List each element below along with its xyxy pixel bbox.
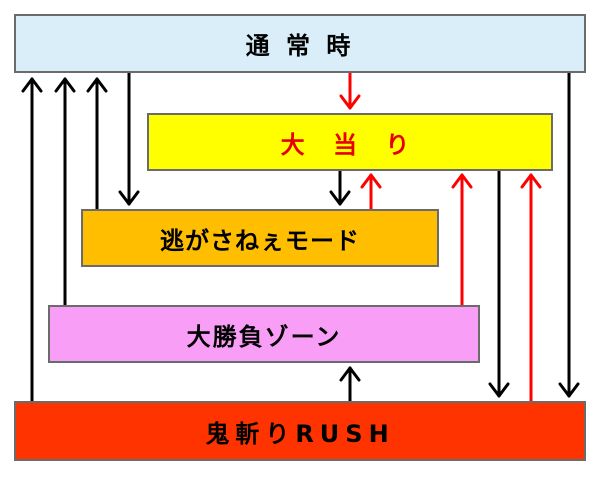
arrow-normal-to-escape — [118, 71, 140, 206]
state-escape-mode-label: 逃がさねぇモード — [160, 226, 360, 255]
arrow-bigwin-to-jackpot — [451, 173, 473, 307]
arrow-rush-to-normal — [21, 77, 43, 403]
state-rush-label: 鬼斬りRUSH — [205, 419, 395, 448]
arrow-jackpot-to-escape — [329, 169, 351, 206]
arrow-escape-to-normal — [86, 77, 108, 211]
arrow-normal-to-rush — [558, 71, 580, 398]
arrow-rush-to-bigwin — [339, 366, 361, 403]
state-normal-label: 通 常 時 — [245, 32, 355, 60]
arrow-rush-to-jackpot — [520, 173, 542, 403]
state-escape-mode: 逃がさねぇモード — [81, 209, 439, 267]
arrow-normal-to-jackpot — [339, 71, 361, 110]
state-big-win-zone: 大勝負ゾーン — [48, 305, 480, 363]
state-jackpot-label: 大 当 り — [280, 130, 420, 159]
arrow-bigwin-to-normal — [54, 77, 76, 307]
state-jackpot: 大 当 り — [147, 113, 553, 171]
state-big-win-zone-label: 大勝負ゾーン — [186, 322, 342, 351]
state-rush: 鬼斬りRUSH — [14, 401, 586, 461]
state-normal: 通 常 時 — [14, 14, 586, 73]
arrow-jackpot-to-rush — [488, 169, 510, 398]
arrow-escape-to-jackpot — [360, 173, 382, 211]
